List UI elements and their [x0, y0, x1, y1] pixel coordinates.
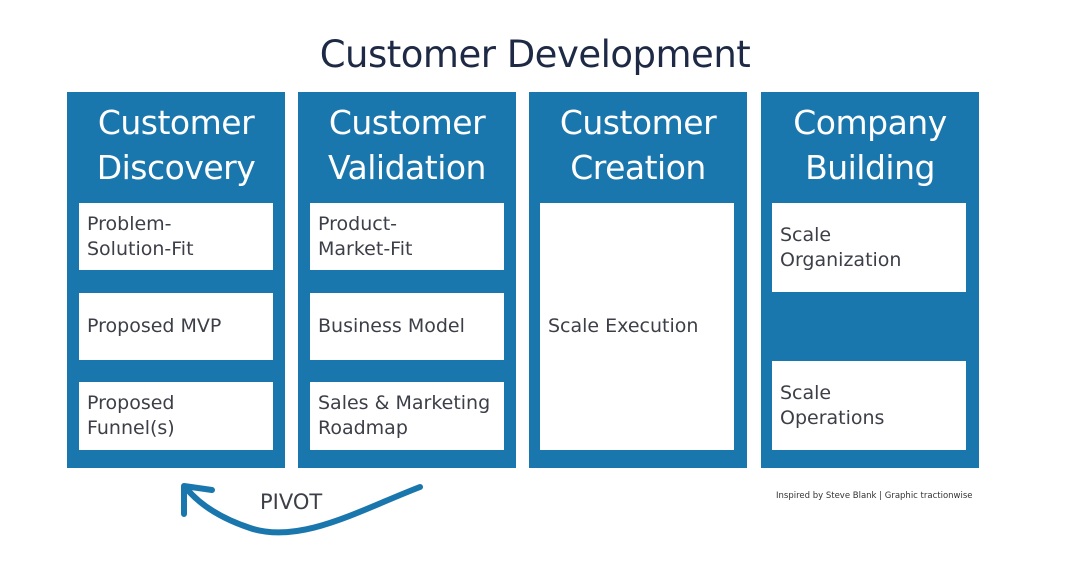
box-proposed-mvp: Proposed MVP: [79, 293, 273, 360]
credit-text: Inspired by Steve Blank | Graphic tracti…: [776, 491, 973, 501]
heading-line: Validation: [328, 148, 486, 187]
heading-line: Customer: [559, 103, 717, 142]
heading-line: Discovery: [96, 148, 256, 187]
box-scale-operations: Scale Operations: [772, 361, 966, 450]
box-problem-solution-fit: Problem-Solution-Fit: [79, 203, 273, 270]
box-scale-organization: Scale Organization: [772, 203, 966, 292]
box-product-market-fit: Product-Market-Fit: [310, 203, 504, 270]
heading-line: Customer: [97, 103, 255, 142]
heading-line: Creation: [570, 148, 706, 187]
heading-line: Customer: [328, 103, 486, 142]
box-business-model: Business Model: [310, 293, 504, 360]
box-scale-execution: Scale Execution: [540, 203, 734, 450]
pivot-label: PIVOT: [260, 490, 323, 514]
heading-line: Company: [793, 103, 947, 142]
box-sales-marketing-roadmap: Sales & Marketing Roadmap: [310, 382, 504, 450]
box-proposed-funnels: Proposed Funnel(s): [79, 382, 273, 450]
heading-line: Building: [805, 148, 935, 187]
diagram-title: Customer Development: [319, 33, 751, 76]
